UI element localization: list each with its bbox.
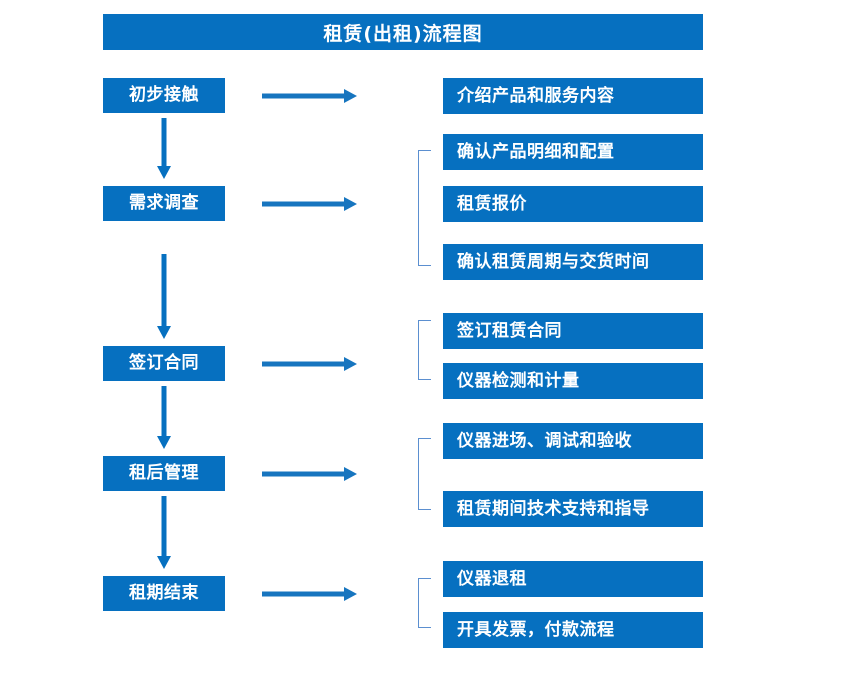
stage-box-租期结束[interactable]: 租期结束: [103, 576, 225, 611]
detail-box-仪器退租[interactable]: 仪器退租: [443, 561, 703, 597]
stage-box-签订合同[interactable]: 签订合同: [103, 346, 225, 381]
detail-box-签订租赁合同[interactable]: 签订租赁合同: [443, 313, 703, 349]
right-arrow-icon: [262, 356, 358, 372]
down-arrow-icon: [156, 118, 172, 180]
detail-box-仪器检测和计量[interactable]: 仪器检测和计量: [443, 363, 703, 399]
down-arrow-icon: [156, 386, 172, 450]
group-bracket-icon: [418, 438, 431, 510]
detail-box-仪器进场调试和验收[interactable]: 仪器进场、调试和验收: [443, 423, 703, 459]
right-arrow-icon: [262, 196, 358, 212]
down-arrow-icon: [156, 254, 172, 340]
down-arrow-icon: [156, 496, 172, 570]
detail-box-确认租赁周期与交货时间[interactable]: 确认租赁周期与交货时间: [443, 244, 703, 280]
page-title: 租赁(出租)流程图: [103, 14, 703, 50]
detail-box-租赁报价[interactable]: 租赁报价: [443, 186, 703, 222]
right-arrow-icon: [262, 586, 358, 602]
group-bracket-icon: [418, 578, 431, 628]
detail-box-确认产品明细和配置[interactable]: 确认产品明细和配置: [443, 134, 703, 170]
stage-box-需求调查[interactable]: 需求调查: [103, 186, 225, 221]
detail-box-租赁期间技术支持和指导[interactable]: 租赁期间技术支持和指导: [443, 491, 703, 527]
group-bracket-icon: [418, 150, 431, 266]
detail-box-开具发票付款流程[interactable]: 开具发票，付款流程: [443, 612, 703, 648]
stage-box-初步接触[interactable]: 初步接触: [103, 78, 225, 113]
right-arrow-icon: [262, 88, 358, 104]
detail-box-介绍产品和服务内容[interactable]: 介绍产品和服务内容: [443, 78, 703, 114]
right-arrow-icon: [262, 466, 358, 482]
group-bracket-icon: [418, 320, 431, 380]
stage-box-租后管理[interactable]: 租后管理: [103, 456, 225, 491]
